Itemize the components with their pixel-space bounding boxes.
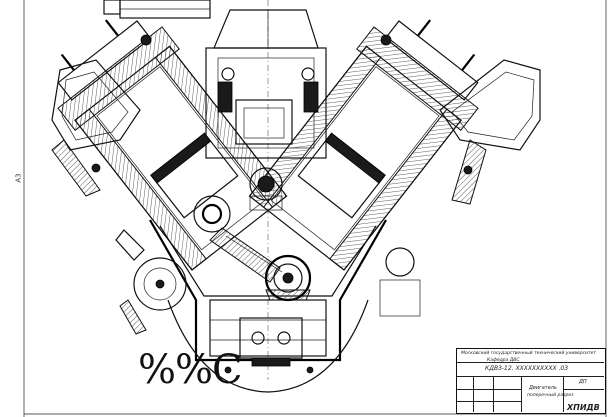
camshaft (249, 167, 283, 211)
intake-manifold (103, 0, 327, 159)
title-block-rule (457, 389, 521, 390)
organization: ХПИДВ (567, 403, 600, 412)
accessory-pulley (115, 229, 187, 335)
crankshaft (264, 254, 312, 302)
title-block-header: Московский государственный технический у… (461, 351, 597, 356)
sheet-frame (23, 0, 607, 417)
title-block-rule (473, 376, 474, 412)
drawing-name: Двигатель (529, 385, 557, 391)
sketch-note: %%C (138, 347, 243, 393)
connecting-rod (193, 195, 283, 283)
title-block-subheader: Кафедра ДВС (487, 358, 520, 363)
document-code: КДВ3-12. ХХХХХХХХХХ .03 (485, 365, 569, 372)
sheet-label: ДП (579, 379, 587, 385)
margin-mark: А3 (14, 173, 23, 183)
left-cylinder-bank (57, 19, 288, 271)
title-block-rule (493, 376, 494, 412)
title-block-rule (457, 401, 521, 402)
title-block-rule (563, 389, 604, 390)
title-block-rule (563, 376, 564, 412)
drawing-subname: поперечный разрез (527, 393, 574, 398)
bolt-heads (91, 34, 473, 374)
title-block: Московский государственный технический у… (456, 348, 606, 414)
right-accessory (379, 247, 421, 317)
title-block-rule (457, 362, 604, 363)
right-cylinder-bank (248, 19, 479, 271)
title-block-rule (457, 376, 604, 377)
oil-pump (239, 317, 303, 367)
title-block-rule (521, 376, 522, 412)
